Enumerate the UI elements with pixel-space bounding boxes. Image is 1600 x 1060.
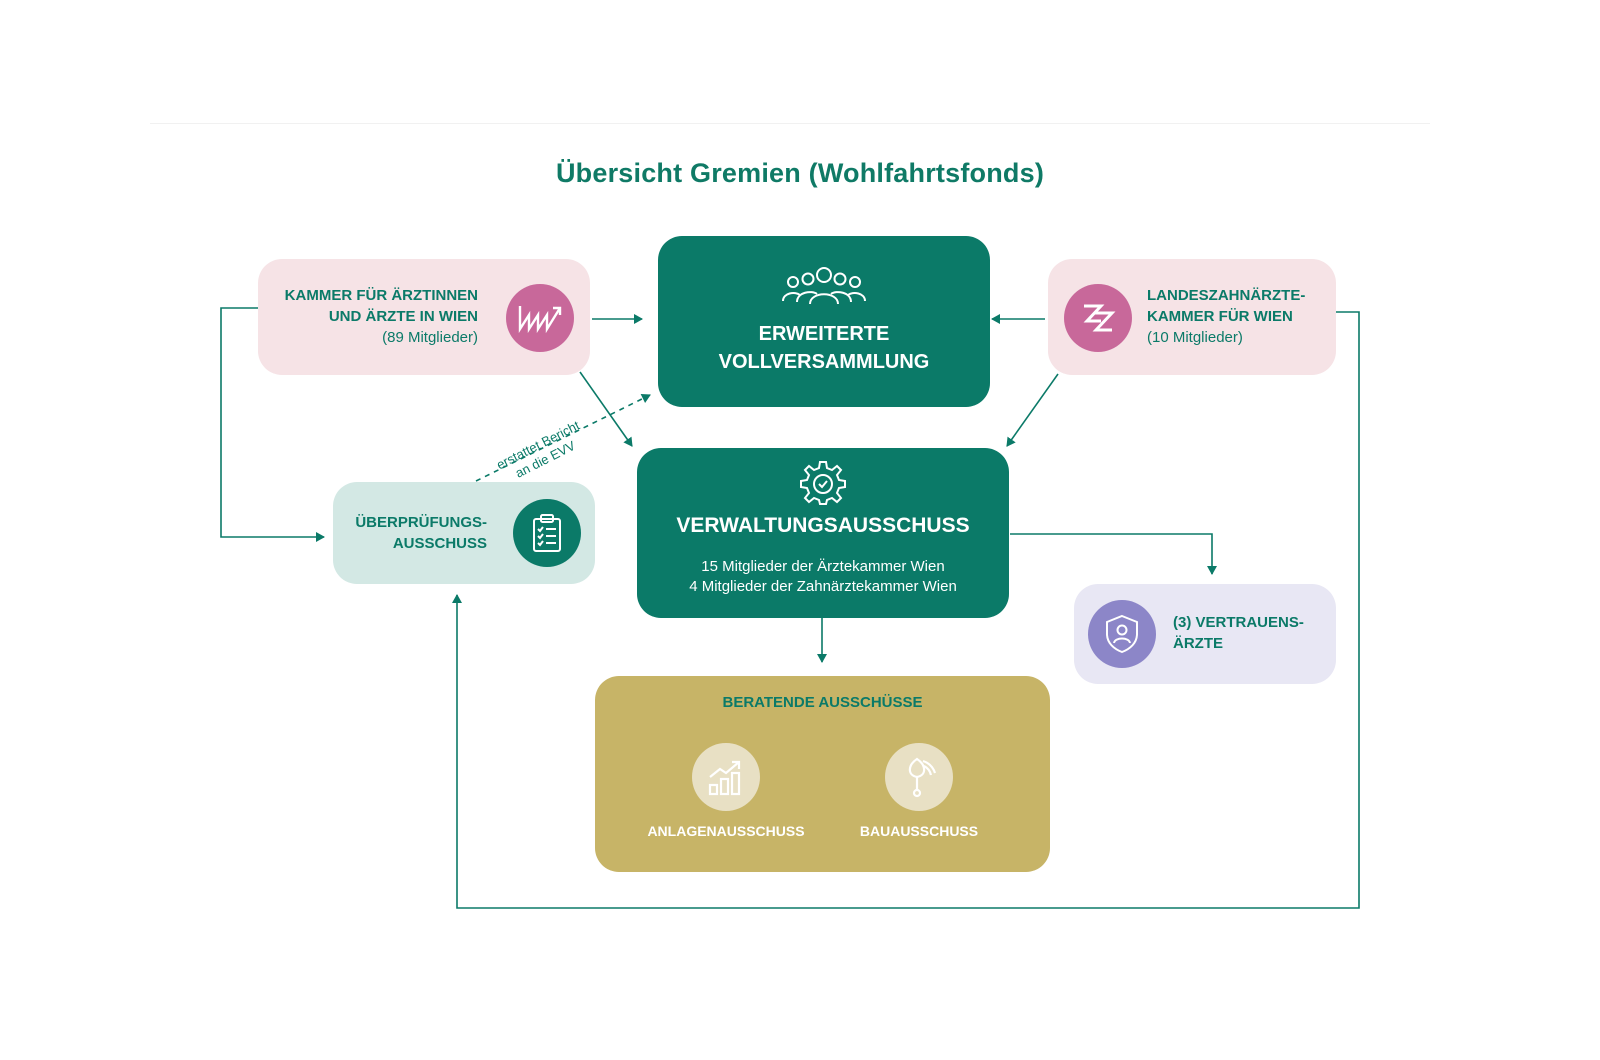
bar-chart-up-icon bbox=[692, 743, 760, 811]
evv-box: ERWEITERTE VOLLVERSAMMLUNG bbox=[658, 236, 990, 407]
zahnaerzte-line2: KAMMER FÜR WIEN bbox=[1147, 308, 1293, 325]
group-icon bbox=[658, 266, 990, 313]
evv-label: ERWEITERTE VOLLVERSAMMLUNG bbox=[658, 320, 990, 376]
vertrauen-label: (3) VERTRAUENS- ÄRZTE bbox=[1173, 612, 1304, 654]
ueberpruefung-label: ÜBERPRÜFUNGS- AUSSCHUSS bbox=[355, 512, 487, 554]
beratend-box: BERATENDE AUSSCHÜSSE ANLAGENAUSSCHUSS BA… bbox=[595, 676, 1050, 872]
page-title: Übersicht Gremien (Wohlfahrtsfonds) bbox=[555, 158, 1045, 188]
gear-check-icon bbox=[637, 460, 1009, 511]
top-divider bbox=[150, 123, 1430, 124]
zahnaerzte-members: (10 Mitglieder) bbox=[1147, 329, 1243, 346]
kammer-aerzte-line2: UND ÄRZTE IN WIEN bbox=[328, 308, 478, 325]
aerztekammer-logo-icon bbox=[506, 284, 574, 352]
zahnaerzte-label: LANDESZAHNÄRZTE- KAMMER FÜR WIEN (10 Mit… bbox=[1147, 285, 1305, 348]
verwaltung-box: VERWALTUNGSAUSSCHUSS 15 Mitglieder der Ä… bbox=[637, 448, 1009, 618]
beratend-title: BERATENDE AUSSCHÜSSE bbox=[722, 694, 923, 711]
arrow-kammer-to-ueberpruefung bbox=[220, 307, 325, 542]
verwaltung-members: 15 Mitglieder der Ärztekammer Wien 4 Mit… bbox=[637, 557, 1009, 597]
shield-person-icon bbox=[1088, 600, 1156, 668]
vertrauen-line2: ÄRZTE bbox=[1173, 635, 1223, 652]
kammer-aerzte-line1: KAMMER FÜR ÄRZTINNEN bbox=[284, 287, 478, 304]
ueberpruefung-line2: AUSSCHUSS bbox=[392, 535, 487, 552]
trowel-icon bbox=[885, 743, 953, 811]
dashed-report-line bbox=[475, 394, 651, 482]
evv-line2: VOLLVERSAMMLUNG bbox=[718, 351, 930, 373]
zahnaerzte-box: LANDESZAHNÄRZTE- KAMMER FÜR WIEN (10 Mit… bbox=[1048, 259, 1336, 375]
ueberpruefung-box: ÜBERPRÜFUNGS- AUSSCHUSS bbox=[333, 482, 595, 584]
evv-line1: ERWEITERTE bbox=[758, 323, 890, 345]
anlagenausschuss-label: ANLAGENAUSSCHUSS bbox=[647, 823, 805, 839]
arrow-zahn-to-ueberpruefung bbox=[452, 311, 1360, 909]
zahnaerzte-line1: LANDESZAHNÄRZTE- bbox=[1147, 287, 1306, 304]
vertrauen-line1: (3) VERTRAUENS- bbox=[1173, 614, 1304, 631]
verwaltung-title: VERWALTUNGSAUSSCHUSS bbox=[676, 514, 970, 537]
kammer-aerzte-label: KAMMER FÜR ÄRZTINNEN UND ÄRZTE IN WIEN (… bbox=[285, 285, 478, 348]
kammer-aerzte-box: KAMMER FÜR ÄRZTINNEN UND ÄRZTE IN WIEN (… bbox=[258, 259, 590, 375]
vertrauen-box: (3) VERTRAUENS- ÄRZTE bbox=[1074, 584, 1336, 684]
verwaltung-members-aerzte: 15 Mitglieder der Ärztekammer Wien bbox=[701, 558, 945, 575]
verwaltung-members-zahnaerzte: 4 Mitglieder der Zahnärztekammer Wien bbox=[689, 578, 957, 595]
arrow-zahn-to-verwaltung bbox=[1006, 373, 1059, 447]
arrow-verwaltung-to-vertrauen bbox=[1010, 533, 1217, 575]
ueberpruefung-line1: ÜBERPRÜFUNGS- bbox=[355, 514, 487, 531]
arrow-kammer-to-verwaltung bbox=[579, 371, 633, 447]
clipboard-icon bbox=[513, 499, 581, 567]
kammer-aerzte-members: (89 Mitglieder) bbox=[382, 329, 478, 346]
zahnaerztekammer-logo-icon bbox=[1064, 284, 1132, 352]
bauausschuss-label: BAUAUSSCHUSS bbox=[859, 823, 979, 839]
